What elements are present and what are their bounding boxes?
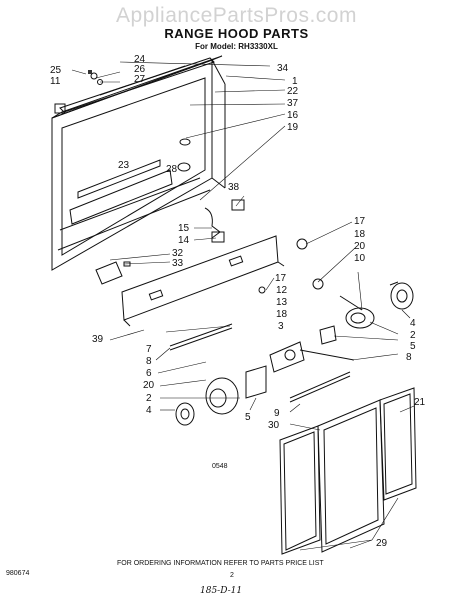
page-number: 2 <box>230 572 234 579</box>
callout-label: 13 <box>276 297 288 308</box>
filter-right <box>379 387 417 501</box>
screw-cluster <box>88 70 103 85</box>
callout-label: 5 <box>245 412 251 423</box>
callout-label: 28 <box>166 164 178 175</box>
mount-bracket <box>245 365 267 399</box>
callout-label: 34 <box>277 63 289 74</box>
model-subtitle: For Model: RH3330XL <box>195 42 278 51</box>
callout-label: 20 <box>143 380 155 391</box>
order-info: FOR ORDERING INFORMATION REFER TO PARTS … <box>117 560 324 567</box>
callout-label: 22 <box>287 86 299 97</box>
callout-label: 11 <box>50 76 61 87</box>
strip-part <box>289 375 351 403</box>
callout-label: 39 <box>92 334 104 345</box>
callout-label: 29 <box>376 538 388 549</box>
callout-label: 18 <box>354 229 366 240</box>
bracket-part <box>204 207 225 243</box>
callout-label: 27 <box>134 74 146 85</box>
knob-part <box>296 238 308 250</box>
callout-label: 2 <box>410 330 416 341</box>
switch-part <box>231 199 245 211</box>
callout-label: 17 <box>354 216 366 227</box>
filter-left <box>279 425 321 555</box>
hood-body <box>51 55 226 271</box>
callout-label: 8 <box>146 356 152 367</box>
diagram-code: 0548 <box>212 463 228 470</box>
callout-label: 17 <box>275 273 287 284</box>
callout-label: 15 <box>178 223 190 234</box>
callout-label: 23 <box>118 160 130 171</box>
control-panel <box>121 235 285 327</box>
callout-label: 32 <box>172 248 184 259</box>
callout-label: 25 <box>50 65 62 76</box>
top-rail <box>59 57 215 113</box>
callout-label: 18 <box>276 309 288 320</box>
knob-part <box>312 278 324 290</box>
lamp-bar <box>169 327 233 351</box>
leader-lines <box>71 61 415 551</box>
callout-label: 1 <box>292 76 298 87</box>
blower-left <box>175 377 239 426</box>
callout-label: 2 <box>146 393 152 404</box>
watermark: AppliancePartsPros.com <box>116 4 357 27</box>
callout-label: 30 <box>268 420 280 431</box>
callout-label: 10 <box>354 253 366 264</box>
callout-label: 14 <box>178 235 190 246</box>
callout-label: 19 <box>287 122 299 133</box>
strip-part <box>289 371 351 399</box>
cord-part <box>299 349 355 361</box>
callout-label: 12 <box>276 285 288 296</box>
filter-center <box>317 399 385 553</box>
clip-part <box>54 103 66 114</box>
callout-label: 21 <box>414 397 426 408</box>
doc-number: 980674 <box>6 570 30 577</box>
lens-part <box>95 261 131 285</box>
motor-bracket <box>269 325 337 373</box>
callout-label: 3 <box>278 321 284 332</box>
page-title: RANGE HOOD PARTS <box>164 26 309 41</box>
callout-label: 4 <box>410 318 416 329</box>
callout-label: 9 <box>274 408 280 419</box>
callout-label: 4 <box>146 405 152 416</box>
callout-label: 20 <box>354 241 366 252</box>
handwritten-note: 185-D-11 <box>200 586 243 596</box>
callout-label: 8 <box>406 352 412 363</box>
callout-label: 7 <box>146 344 152 355</box>
callout-label: 5 <box>410 341 416 352</box>
lamp-bar <box>169 323 233 347</box>
grommet-part <box>177 162 191 172</box>
grommet-part <box>179 138 191 146</box>
blower-right <box>345 281 414 329</box>
callout-label: 16 <box>287 110 299 121</box>
callout-label: 6 <box>146 368 152 379</box>
callout-label: 24 <box>134 54 146 65</box>
callout-labels: 25 11 24 26 27 34 1 22 37 16 19 23 28 38… <box>50 54 426 549</box>
callout-label: 37 <box>287 98 299 109</box>
callout-label: 26 <box>134 64 146 75</box>
callout-label: 33 <box>172 258 184 269</box>
small-part <box>258 286 266 294</box>
callout-label: 38 <box>228 182 240 193</box>
